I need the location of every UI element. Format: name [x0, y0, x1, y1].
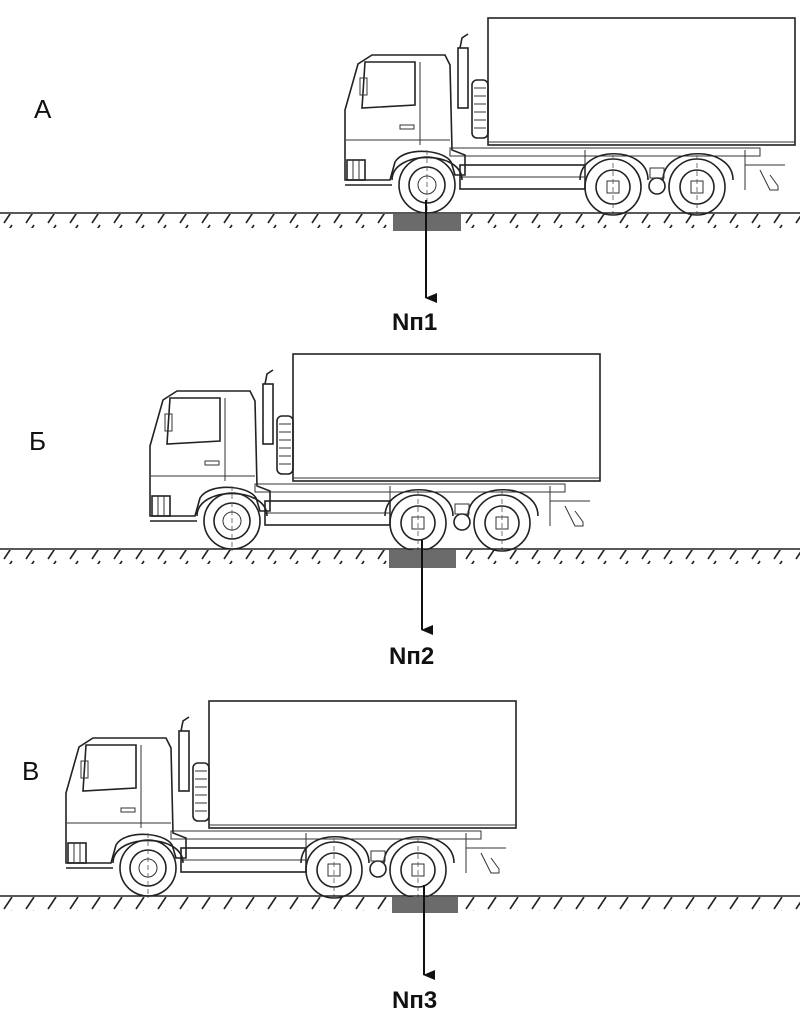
- force-label-a: Nп1: [392, 309, 437, 336]
- position-label-b: Б: [29, 426, 46, 456]
- force-label-c: Nп3: [392, 987, 437, 1014]
- scene-c: В Nп3: [0, 700, 800, 1014]
- scene-b: Б Nп2: [0, 353, 800, 670]
- position-label-c: В: [22, 756, 39, 786]
- scene-a: А Nп1: [0, 17, 800, 336]
- truck-a: [344, 17, 796, 216]
- truck-c: [65, 700, 517, 899]
- truck-b: [149, 353, 601, 552]
- force-label-b: Nп2: [389, 643, 434, 670]
- position-label-a: А: [34, 94, 52, 124]
